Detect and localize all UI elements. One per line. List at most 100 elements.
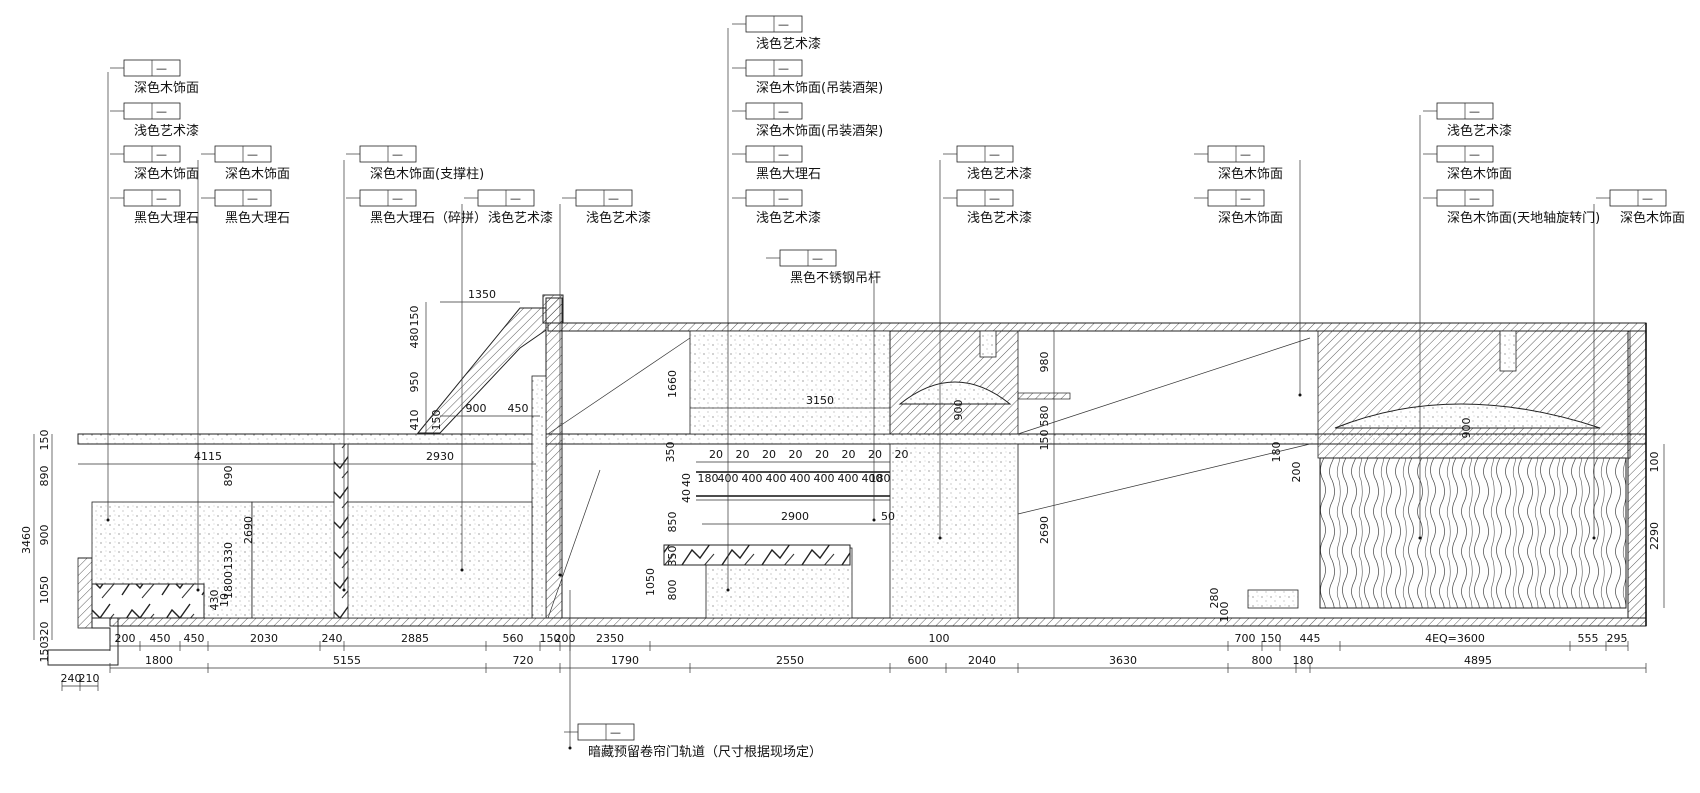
dim-bottom-2: 720 [513, 654, 534, 667]
leader-dot [460, 568, 464, 572]
callout-text: 黑色大理石 [756, 166, 821, 182]
dim-bottom-2: 600 [908, 654, 929, 667]
callout-tag: — [156, 148, 167, 161]
callout-c5: —深色木饰面 [201, 145, 290, 182]
callout-tag: — [392, 192, 403, 205]
small-step [1247, 589, 1299, 609]
dim-bottom-2: 800 [1252, 654, 1273, 667]
right-upper-hatch [1317, 330, 1631, 459]
callout-tag: — [156, 105, 167, 118]
callout-text: 深色木饰面 [1218, 210, 1283, 226]
callout-text: 深色木饰面(天地轴旋转门) [1447, 210, 1600, 226]
leader-dot [1592, 536, 1596, 540]
dim-bottom-1: 4EQ=3600 [1425, 632, 1485, 645]
dim-bottom-2: 5155 [333, 654, 361, 667]
dim-top-left: 2930 [426, 450, 454, 463]
dim-bottom-1: 700 [1235, 632, 1256, 645]
callout-text: 浅色艺术漆 [134, 123, 199, 139]
callout-c20: — 深色木饰面 [1194, 189, 1283, 226]
leader-dot [106, 518, 110, 522]
dim-wine-rack: 400 [790, 472, 811, 485]
dim-wine-rack: 400 [766, 472, 787, 485]
callout-tag: — [1240, 192, 1251, 205]
dim-wine-rack: 20 [868, 448, 882, 461]
callout-tag: — [156, 192, 167, 205]
mid-wall-block [889, 330, 1019, 435]
dim-bottom-2: 1790 [611, 654, 639, 667]
dim-wine-rack: 400 [862, 472, 883, 485]
callout-tag: — [989, 148, 1000, 161]
dim-wine-rack: 40 [680, 489, 693, 503]
leader-dot [1418, 536, 1422, 540]
callout-text: 浅色艺术漆 [488, 210, 553, 226]
dim-right: 900 [1460, 418, 1473, 439]
dim-bottom-1: 150 [1261, 632, 1282, 645]
leader-dot [196, 588, 200, 592]
callout-c9: — 浅色艺术漆 [464, 189, 553, 226]
dim-wine-rack: 1050 [644, 568, 657, 596]
dim-bottom-2: 3630 [1109, 654, 1137, 667]
leader-dot [1298, 393, 1302, 397]
dim-bottom-1: 555 [1578, 632, 1599, 645]
callout-c12: —深色木饰面(吊装酒架) [732, 59, 883, 96]
callout-c17: —浅色艺术漆 [943, 145, 1032, 182]
callout-tag: — [1469, 148, 1480, 161]
dim-top-left: 410 [408, 410, 421, 431]
dim-top-left: 450 [508, 402, 529, 415]
dim-inner-left: 430 [208, 590, 221, 611]
canopy [416, 307, 547, 434]
callout-c21: —浅色艺术漆 [1423, 102, 1512, 139]
callout-c7: —深色木饰面(支撑柱) [346, 145, 484, 182]
callout-text: 黑色大理石 [225, 210, 290, 226]
dim-top-left: 900 [466, 402, 487, 415]
dim-center: 150 [1038, 430, 1051, 451]
callout-c14: — 黑色大理石 [732, 145, 821, 182]
callout-text: 深色木饰面 [225, 166, 290, 182]
dim-bottom-1: 295 [1607, 632, 1628, 645]
callout-c1: —深色木饰面 [110, 59, 199, 96]
dim-inner-left: 890 [222, 466, 235, 487]
dim-bottom-1: 100 [929, 632, 950, 645]
callout-text: 深色木饰面 [134, 80, 199, 96]
callout-text: 浅色艺术漆 [1447, 123, 1512, 139]
callout-tag: — [610, 726, 621, 739]
structure [47, 294, 1647, 666]
dim-bottom-2: 180 [1293, 654, 1314, 667]
dim-wine-rack: 350 [664, 442, 677, 463]
wine-bay [689, 330, 891, 435]
callout-c22: —深色木饰面 [1423, 145, 1512, 182]
dim-bottom-3: 240 [61, 672, 82, 685]
callout-c11: — 浅色艺术漆 [732, 15, 821, 52]
callout-text: 深色木饰面(吊装酒架) [756, 123, 883, 139]
entrance-column [545, 297, 563, 619]
callout-c19: —深色木饰面 [1194, 145, 1283, 182]
callout-c24: —深色木饰面 [1596, 189, 1685, 226]
dim-wine-rack: 40 [680, 473, 693, 487]
callout-tag: — [778, 148, 789, 161]
dim-center: 900 [952, 400, 965, 421]
callout-tag: — [778, 18, 789, 31]
dim-top-left: 480 [408, 328, 421, 349]
dim-left: 150 [38, 642, 51, 663]
dim-inner-left: 2690 [242, 516, 255, 544]
callout-text: 深色木饰面(吊装酒架) [756, 80, 883, 96]
leader-dot [938, 536, 942, 540]
callout-text: 浅色艺术漆 [756, 36, 821, 52]
callouts: —深色木饰面—浅色艺术漆—深色木饰面—黑色大理石—深色木饰面—黑色大理石—深色木… [106, 15, 1685, 760]
dim-wine-rack: 20 [815, 448, 829, 461]
callout-text: 浅色艺术漆 [967, 210, 1032, 226]
dim-wine-rack: 20 [895, 448, 909, 461]
dim-center: 180 [1270, 442, 1283, 463]
callout-text: 黑色大理石 [134, 210, 199, 226]
dim-bottom-1: 560 [503, 632, 524, 645]
callout-tag: — [247, 192, 258, 205]
callout-text: 深色木饰面(支撑柱) [370, 166, 484, 182]
dim-wine-rack: 3150 [806, 394, 834, 407]
left-ceiling-slab [77, 433, 537, 445]
callout-tag: — [510, 192, 521, 205]
dim-wine-rack: 20 [789, 448, 803, 461]
dim-bottom-2: 2550 [776, 654, 804, 667]
dim-center: 280 [1208, 588, 1221, 609]
dim-bottom-2: 4895 [1464, 654, 1492, 667]
dim-wine-rack: 400 [742, 472, 763, 485]
